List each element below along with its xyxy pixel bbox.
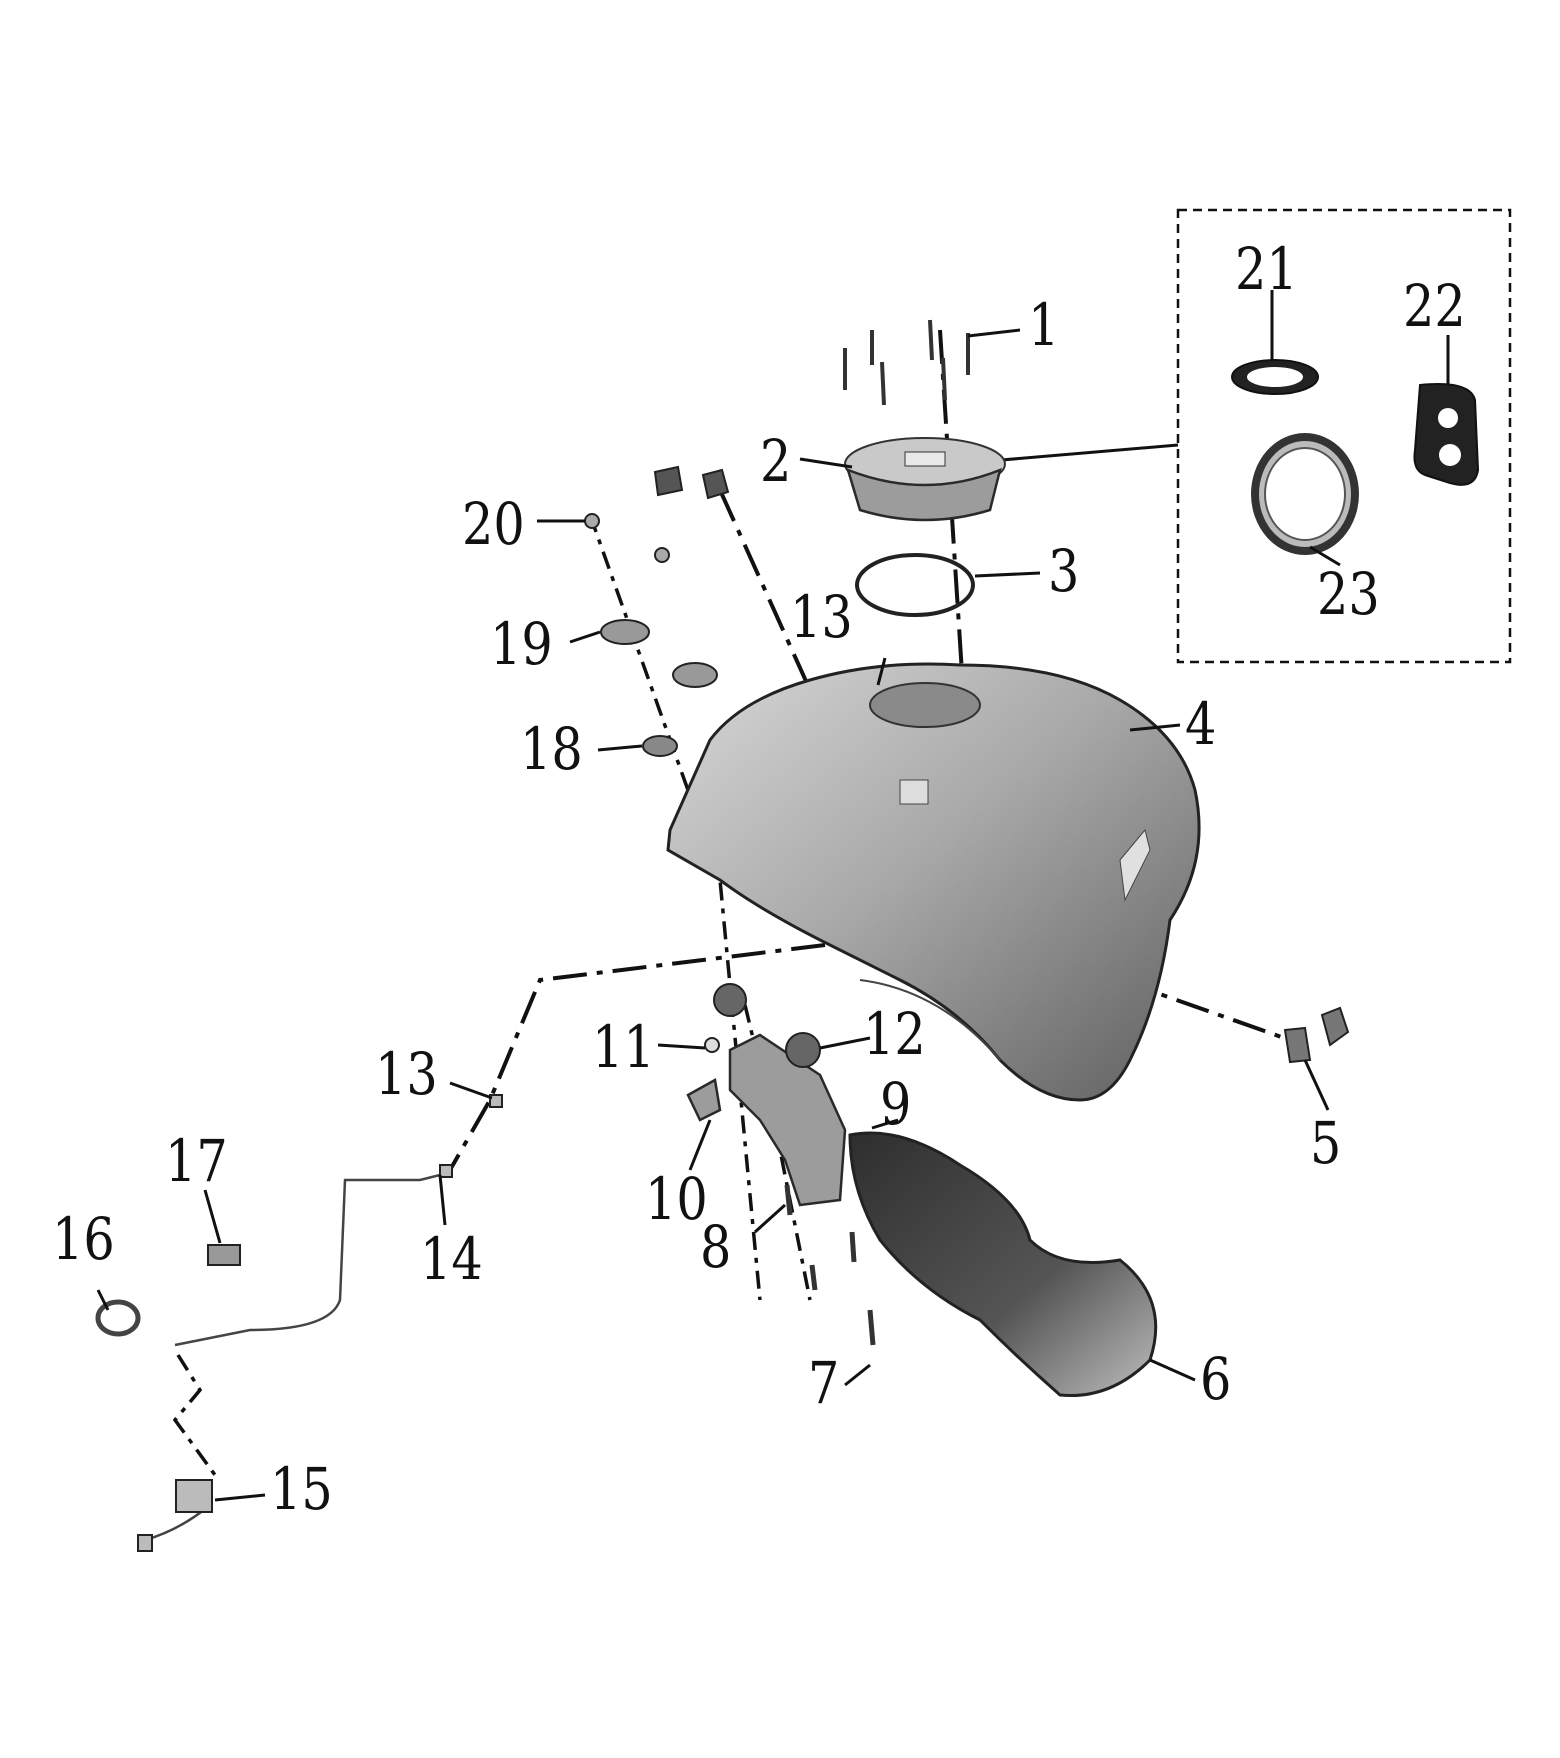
leader-lines — [96, 290, 1450, 1502]
part-23-seal-inner — [1264, 447, 1346, 541]
callout-18: 18 — [520, 715, 583, 783]
callout-4: 4 — [1185, 690, 1217, 758]
part-3-seal-ring — [855, 553, 975, 617]
nut-duplicate — [654, 547, 670, 563]
inset-leader-line — [977, 443, 1179, 464]
part-17-clip — [207, 1244, 241, 1266]
callout-15: 15 — [270, 1455, 333, 1523]
part-16-o-ring — [95, 1299, 141, 1337]
grommet-upper — [713, 983, 747, 1017]
part-19-washer — [600, 619, 650, 645]
callout-14: 14 — [420, 1225, 483, 1293]
small-fittings — [137, 1094, 503, 1552]
callout-12: 12 — [863, 1000, 926, 1068]
callout-10: 10 — [645, 1165, 708, 1233]
part-12-grommet — [785, 1032, 821, 1068]
part-20-nut — [584, 513, 600, 529]
part-22-hole-a — [1438, 408, 1458, 428]
callout-6: 6 — [1200, 1345, 1232, 1413]
inset-box — [1176, 208, 1512, 664]
callout-1: 1 — [1028, 291, 1060, 359]
pads-top — [653, 465, 730, 500]
callout-23: 23 — [1317, 560, 1380, 628]
callout-7: 7 — [808, 1349, 840, 1417]
part-6-heat-shield — [848, 1131, 1158, 1398]
part-5-pads — [1283, 1006, 1350, 1064]
part-4-fuel-tank — [666, 662, 1201, 1102]
callout-13-line: 13 — [375, 1040, 438, 1108]
callout-3: 3 — [1048, 537, 1080, 605]
part-1-bolts — [843, 319, 970, 406]
callout-5: 5 — [1310, 1109, 1342, 1177]
callout-11: 11 — [592, 1013, 655, 1081]
callout-17: 17 — [165, 1127, 228, 1195]
callout-8: 8 — [700, 1213, 732, 1281]
callout-19: 19 — [490, 610, 553, 678]
part-22-gasket — [1413, 383, 1480, 486]
part-22-hole-b — [1439, 444, 1461, 466]
callout-22: 22 — [1403, 272, 1466, 340]
part-18-washer — [642, 735, 678, 757]
callout-2: 2 — [760, 427, 792, 495]
callout-16: 16 — [52, 1205, 115, 1273]
callout-21: 21 — [1235, 235, 1298, 303]
part-21-gasket-hole — [1247, 367, 1303, 387]
part-11-bolt — [704, 1037, 720, 1053]
washer-duplicate — [672, 662, 718, 688]
bolts-7-8 — [784, 1184, 876, 1346]
callout-20: 20 — [462, 490, 525, 558]
part-2-fuel-cap — [844, 437, 1006, 522]
part-9-bracket — [686, 1033, 847, 1207]
callout-9: 9 — [880, 1070, 912, 1138]
callout-13-tank: 13 — [790, 583, 853, 651]
